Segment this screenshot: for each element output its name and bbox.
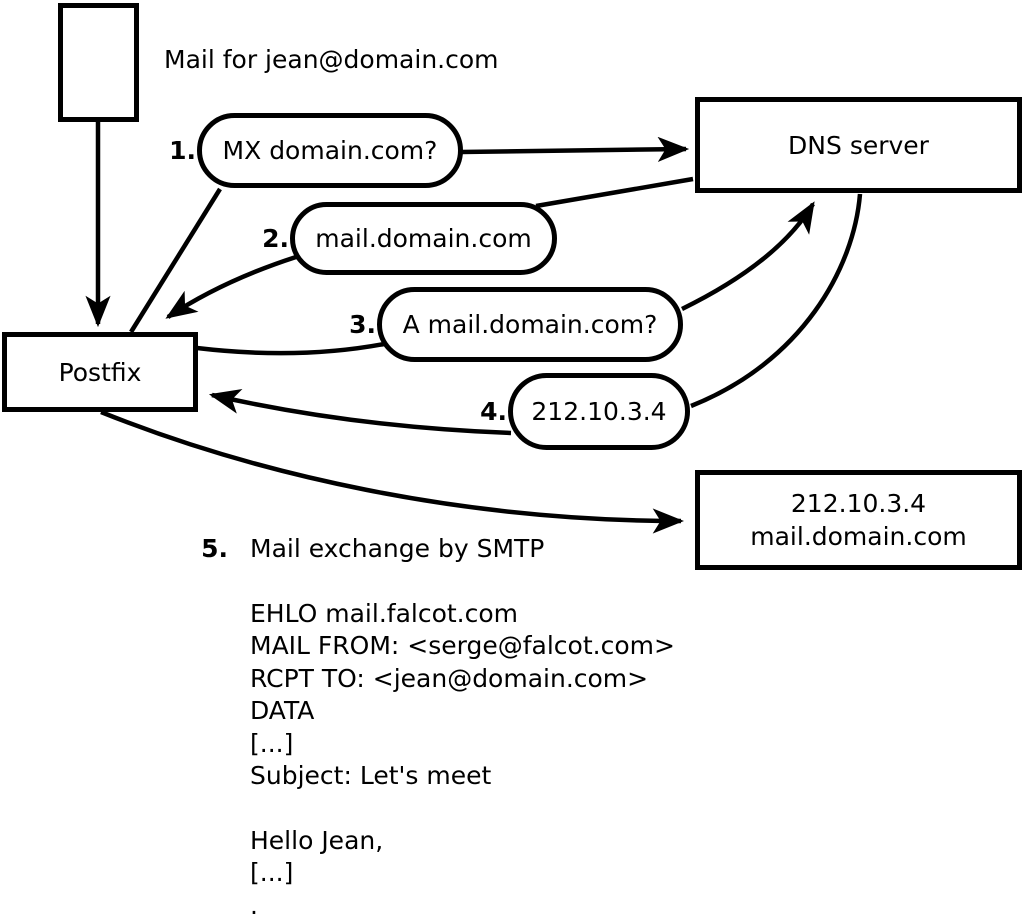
line-dns-to-answer4	[690, 193, 863, 409]
step5-label: Mail exchange by SMTP	[250, 534, 545, 563]
step-number-5: 5.	[201, 534, 228, 563]
arrow-answer4-to-postfix	[208, 389, 512, 436]
arrow-query3-to-dns	[681, 201, 815, 312]
step-number-3: 3.	[349, 310, 376, 339]
step-number-2: 2.	[262, 224, 289, 253]
step-bubble-a-query: A mail.domain.com?	[377, 287, 683, 362]
mail-envelope-shape	[58, 3, 139, 122]
destination-hostname: mail.domain.com	[750, 522, 967, 551]
step-number-1: 1.	[169, 136, 196, 165]
mail-label: Mail for jean@domain.com	[164, 45, 499, 74]
arrow-query1-to-dns	[460, 136, 690, 162]
line-dns-to-answer2	[535, 176, 694, 209]
step-bubble-a-answer: 212.10.3.4	[508, 373, 690, 450]
destination-ip: 212.10.3.4	[790, 489, 927, 518]
dns-server-node: DNS server	[695, 97, 1022, 193]
postfix-node: Postfix	[2, 332, 198, 412]
line-postfix-to-query1	[129, 187, 222, 334]
destination-server-node: 212.10.3.4 mail.domain.com	[695, 470, 1022, 570]
arrow-answer2-to-postfix	[165, 254, 297, 319]
step-bubble-mx-query: MX domain.com?	[197, 113, 463, 188]
smtp-session-text: EHLO mail.falcot.com MAIL FROM: <serge@f…	[250, 599, 675, 919]
arrow-postfix-to-destination	[100, 409, 685, 534]
step-bubble-mx-answer: mail.domain.com	[290, 202, 557, 275]
line-postfix-to-query3	[196, 341, 385, 356]
step-number-4: 4.	[480, 397, 507, 426]
